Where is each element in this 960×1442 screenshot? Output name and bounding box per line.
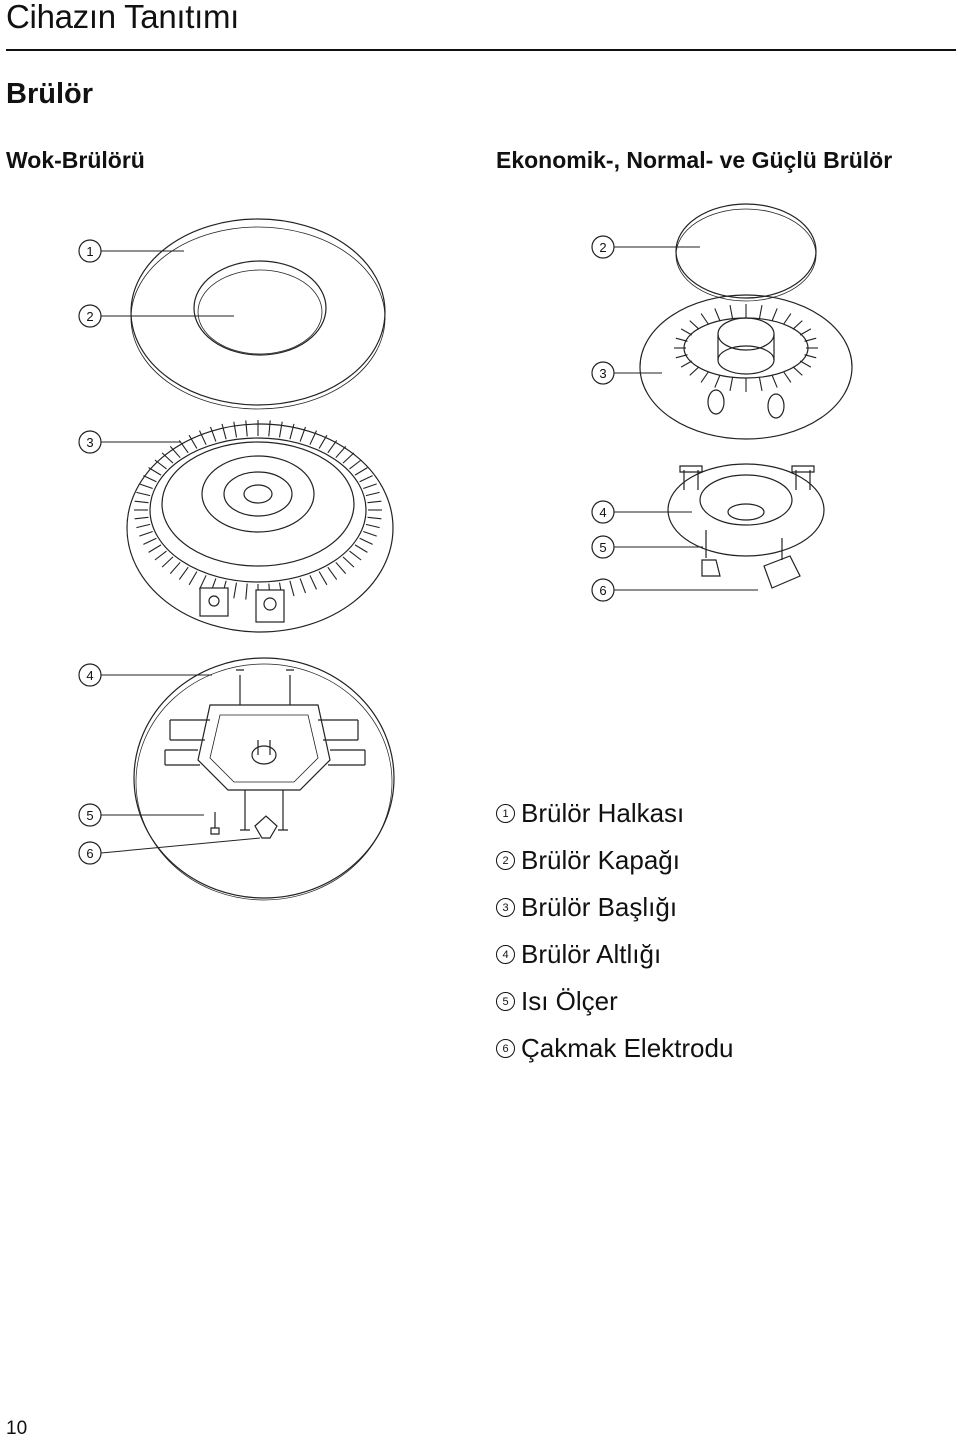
leader-lines <box>100 246 758 854</box>
svg-text:6: 6 <box>86 846 93 861</box>
legend-item: 6 Çakmak Elektrodu <box>496 1025 733 1072</box>
legend-number: 5 <box>496 992 515 1011</box>
legend-label: Brülör Altlığı <box>521 939 662 969</box>
callout-4-standard: 4 <box>591 500 615 524</box>
standard-burner-cap <box>675 203 817 302</box>
callout-4-wok: 4 <box>78 663 102 687</box>
wok-burner-head <box>126 420 394 633</box>
section-title: Brülör <box>6 78 93 110</box>
svg-text:2: 2 <box>86 309 93 324</box>
standard-burner-head <box>639 294 853 440</box>
legend-label: Brülör Başlığı <box>521 892 678 922</box>
legend-number: 3 <box>496 898 515 917</box>
svg-text:5: 5 <box>86 808 93 823</box>
callout-3-wok: 3 <box>78 430 102 454</box>
legend-number: 4 <box>496 945 515 964</box>
legend-label: Brülör Kapağı <box>521 845 680 875</box>
legend-number: 6 <box>496 1039 515 1058</box>
svg-text:2: 2 <box>599 240 606 255</box>
page-number: 10 <box>6 1418 28 1439</box>
svg-text:4: 4 <box>86 668 93 683</box>
svg-text:1: 1 <box>86 244 93 259</box>
wok-burner-base <box>133 657 395 901</box>
callout-5-standard: 5 <box>591 535 615 559</box>
legend-item: 5 Isı Ölçer <box>496 978 733 1025</box>
callout-2-wok: 2 <box>78 304 102 328</box>
legend-number: 1 <box>496 804 515 823</box>
svg-text:4: 4 <box>599 505 606 520</box>
svg-text:3: 3 <box>86 435 93 450</box>
callout-2-standard: 2 <box>591 235 615 259</box>
standard-burner-base <box>667 463 825 589</box>
header-rule <box>6 49 956 51</box>
wok-burner-ring <box>130 218 386 410</box>
svg-text:3: 3 <box>599 366 606 381</box>
svg-text:6: 6 <box>599 583 606 598</box>
callout-6-wok: 6 <box>78 841 102 865</box>
parts-legend: 1 Brülör Halkası 2 Brülör Kapağı 3 Brülör B… <box>496 790 733 1072</box>
callout-6-standard: 6 <box>591 578 615 602</box>
legend-label: Isı Ölçer <box>521 986 618 1016</box>
callout-1-wok: 1 <box>78 239 102 263</box>
legend-item: 1 Brülör Halkası <box>496 790 733 837</box>
legend-item: 2 Brülör Kapağı <box>496 837 733 884</box>
legend-label: Çakmak Elektrodu <box>521 1033 734 1063</box>
standard-burner-heading: Ekonomik-, Normal- ve Güçlü Brülör <box>496 147 893 173</box>
callout-3-standard: 3 <box>591 361 615 385</box>
legend-label: Brülör Halkası <box>521 798 685 828</box>
legend-number: 2 <box>496 851 515 870</box>
legend-item: 4 Brülör Altlığı <box>496 931 733 978</box>
legend-item: 3 Brülör Başlığı <box>496 884 733 931</box>
wok-burner-heading: Wok-Brülörü <box>6 147 145 173</box>
callout-5-wok: 5 <box>78 803 102 827</box>
page-title: Cihazın Tanıtımı <box>6 0 240 35</box>
svg-text:5: 5 <box>599 540 606 555</box>
